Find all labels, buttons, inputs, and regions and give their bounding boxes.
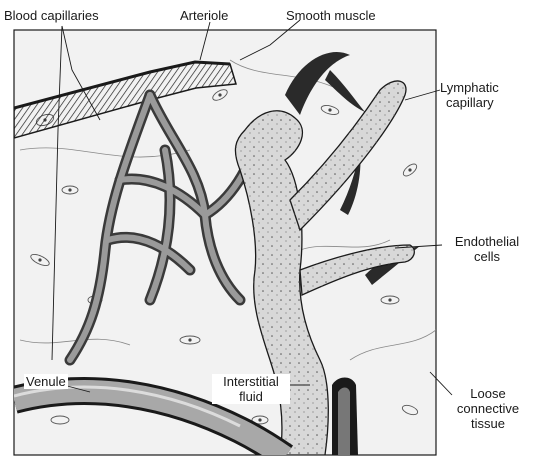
label-venule: Venule (24, 374, 68, 389)
label-arteriole: Arteriole (180, 8, 228, 23)
label-loose-line-3: tissue (445, 416, 531, 431)
label-interstitial-fluid: Interstitial fluid (212, 374, 290, 404)
label-interstitial-line-2: fluid (212, 389, 290, 404)
label-loose-connective-tissue: Loose connective tissue (445, 386, 531, 431)
label-interstitial-line-1: Interstitial (212, 374, 290, 389)
label-endothelial-line-1: Endothelial (443, 234, 531, 249)
label-lymphatic-line-1: Lymphatic (440, 80, 499, 95)
label-smooth-muscle: Smooth muscle (286, 8, 376, 23)
label-loose-line-1: Loose (445, 386, 531, 401)
label-lymphatic-line-2: capillary (440, 95, 499, 110)
label-endothelial-cells: Endothelial cells (443, 234, 531, 264)
label-lymphatic-capillary: Lymphatic capillary (440, 80, 499, 110)
label-endothelial-line-2: cells (443, 249, 531, 264)
label-loose-line-2: connective (445, 401, 531, 416)
label-blood-capillaries: Blood capillaries (4, 8, 99, 23)
